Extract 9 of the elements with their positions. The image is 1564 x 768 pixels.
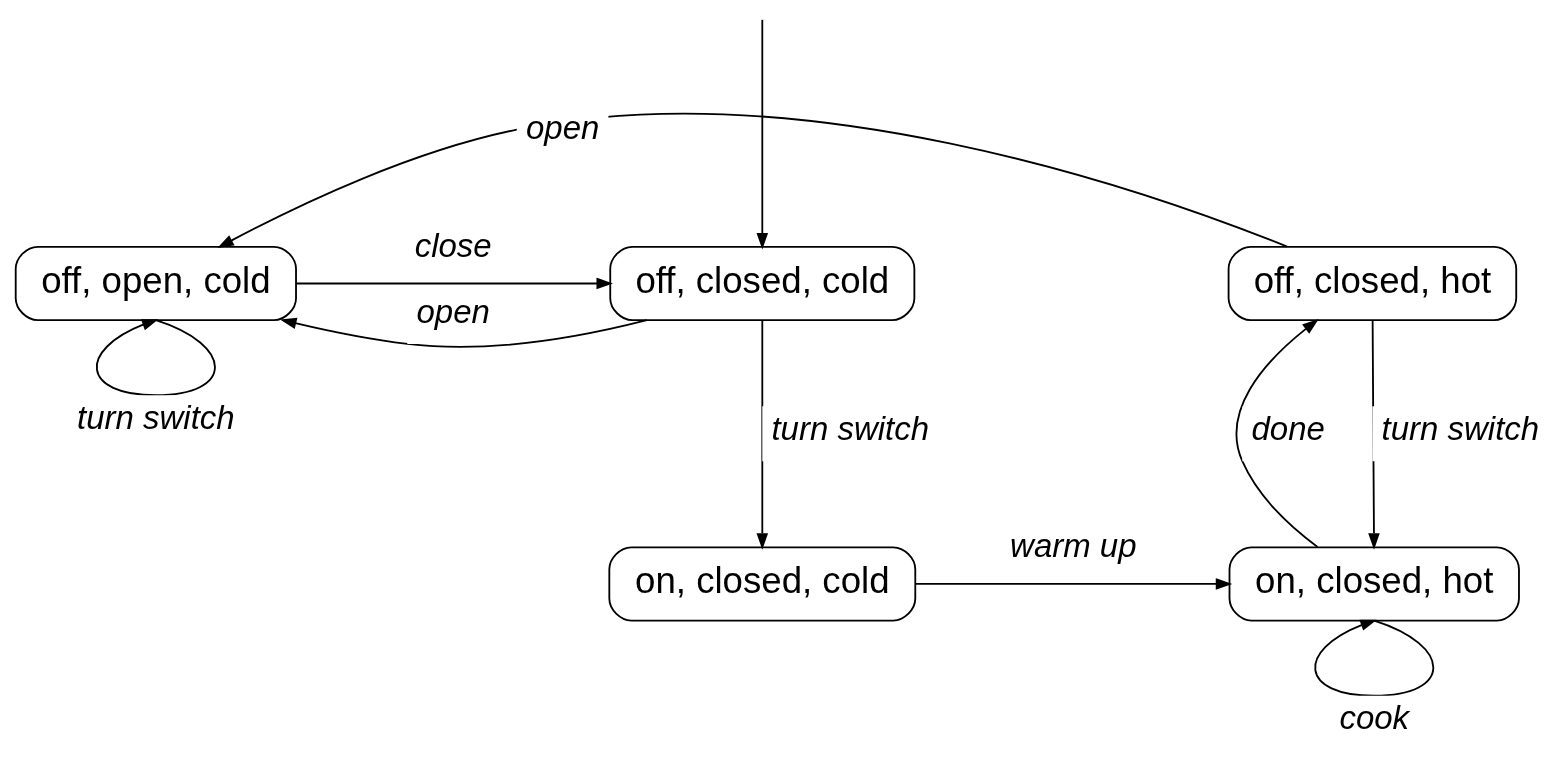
edge-label: turn switch [1381,409,1540,447]
edge-label: open [416,292,490,330]
edge-label: turn switch [771,409,930,447]
edge-label: warm up [1010,526,1137,564]
edge-label: cook [1339,698,1410,736]
edge-label: open [525,108,600,146]
edge-label: done [1251,409,1325,447]
edge-label: close [414,226,492,264]
edge-label: turn switch [77,398,235,436]
